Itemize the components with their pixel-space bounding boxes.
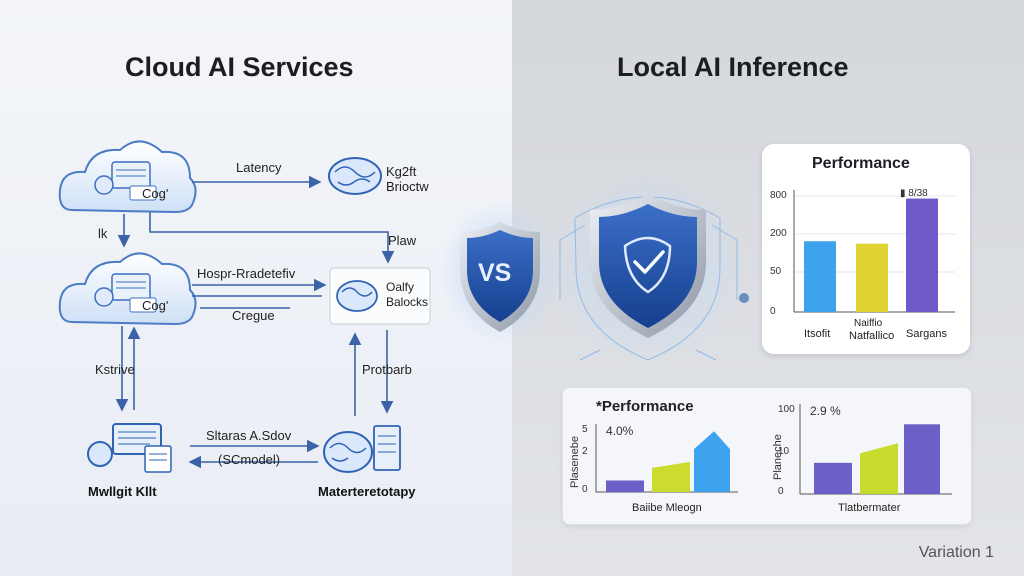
bar xyxy=(652,461,690,492)
mailkit-label: Mwllgit Kllt xyxy=(88,484,157,499)
data-label: ▮ 8/38 xyxy=(900,188,928,199)
kstrive-label: Kstrive xyxy=(95,362,135,377)
bar xyxy=(804,241,836,312)
y-tick-label: 10 xyxy=(778,446,790,457)
matertory-label: Materteretotapy xyxy=(318,484,416,499)
lk-label: lk xyxy=(98,226,108,241)
x-tick-label: Naiffio xyxy=(854,318,883,329)
mid-label: Hospr-Rradetefiv xyxy=(197,266,296,281)
x-tick-label: Natfallico xyxy=(849,330,895,342)
chart-title: Performance xyxy=(812,155,910,172)
quality-label-2: Balocks xyxy=(386,295,429,309)
y-axis-label: Plasenebe xyxy=(569,436,581,488)
bar xyxy=(904,424,940,494)
brain1-label-2: Brioctw xyxy=(386,179,429,194)
cloud-title: Cloud AI Services xyxy=(125,52,354,82)
quality-label-1: Oalfy xyxy=(386,280,415,294)
brain1-label-1: Kg2ft xyxy=(386,164,417,179)
bar xyxy=(814,462,852,494)
y-tick-label: 0 xyxy=(778,486,784,497)
bar xyxy=(694,431,730,492)
x-axis-label: Baiibe Mleogn xyxy=(632,502,702,514)
y-tick-label: 50 xyxy=(770,266,782,277)
vs-shield-icon xyxy=(460,222,540,332)
vs-label: VS xyxy=(478,259,512,287)
node-dot-icon xyxy=(739,293,749,303)
y-tick-label: 0 xyxy=(582,484,588,495)
cloud-icon xyxy=(58,252,197,326)
y-tick-label: 800 xyxy=(770,190,787,201)
x-axis-label: Tlatbermater xyxy=(838,502,901,514)
y-tick-label: 100 xyxy=(778,404,795,415)
cloud2-chip-label: Cog' xyxy=(142,298,169,313)
y-tick-label: 0 xyxy=(770,306,776,317)
laptop-icon xyxy=(87,423,172,473)
check-shield-icon xyxy=(590,194,706,338)
x-tick-label: Itsofit xyxy=(804,328,831,340)
bar xyxy=(860,443,898,494)
brain-icon xyxy=(328,157,382,195)
y-tick-label: 5 xyxy=(582,424,588,435)
scmodel-label: (SCmodel) xyxy=(218,452,281,467)
data-label: 4.0% xyxy=(606,424,634,438)
chart-title: *Performance xyxy=(596,398,694,415)
variation-label: Variation 1 xyxy=(918,544,994,561)
flow-arrows xyxy=(115,175,395,469)
flow-label: Plaw xyxy=(388,233,417,248)
shares-label: Sltaras A.Sdov xyxy=(206,428,292,443)
cloud1-chip-label: Cog' xyxy=(142,186,169,201)
x-tick-label: Sargans xyxy=(906,328,947,340)
data-label: 2.9 % xyxy=(810,404,841,418)
model-icon xyxy=(323,425,401,473)
y-axis-label: Planeche xyxy=(772,434,784,480)
y-tick-label: 2 xyxy=(582,446,588,457)
local-title: Local AI Inference xyxy=(617,52,849,82)
brain-icon xyxy=(336,280,378,312)
cloud-icon xyxy=(58,140,197,214)
y-tick-label: 200 xyxy=(770,228,787,239)
chart2-card xyxy=(562,387,972,525)
latency-label: Latency xyxy=(236,160,282,175)
bar xyxy=(606,480,644,492)
bar xyxy=(906,198,938,312)
cregue-label: Cregue xyxy=(232,308,275,323)
bar xyxy=(856,243,888,312)
protbarb-label: Protbarb xyxy=(362,362,412,377)
